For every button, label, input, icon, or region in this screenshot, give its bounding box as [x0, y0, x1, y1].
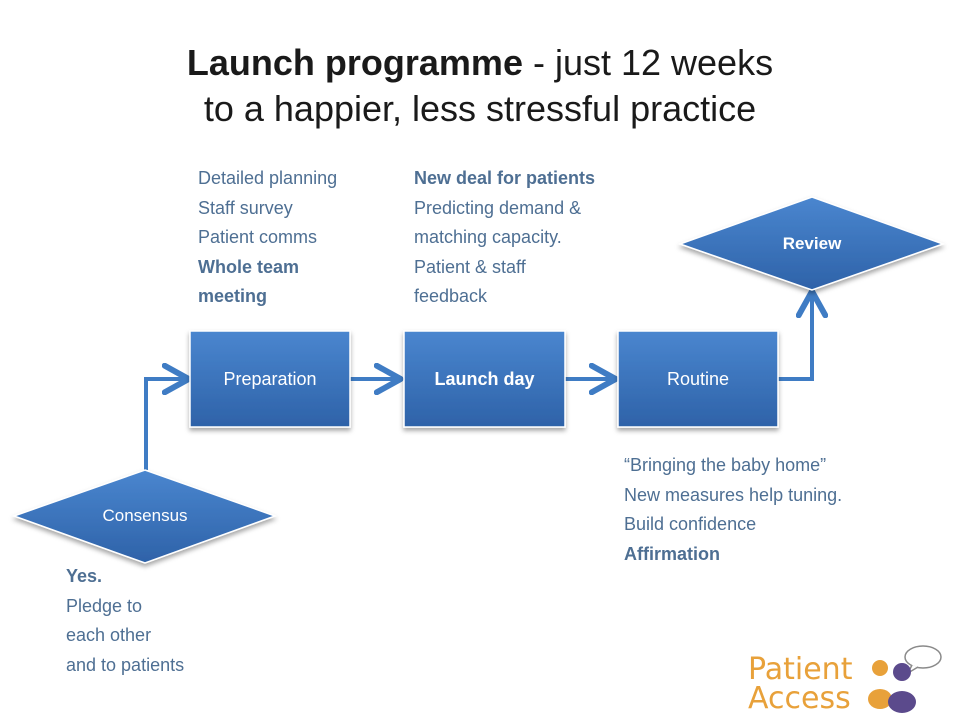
title-line-2: to a happier, less stressful practice — [203, 88, 757, 129]
note-line: “Bringing the baby home” — [624, 455, 827, 475]
review-diamond — [677, 196, 946, 291]
connector-routine-review — [778, 294, 812, 381]
launch-day-label: Launch day — [434, 368, 535, 389]
review-label: Review — [782, 234, 842, 253]
note-line: New measures help tuning. — [624, 484, 843, 505]
note-line: Build confidence — [624, 514, 757, 534]
preparation-box — [189, 330, 351, 428]
note-line: New deal for patients — [414, 168, 596, 188]
title-line-1: Launch programme - just 12 weeks — [0, 40, 960, 86]
preparation-label: Preparation — [223, 368, 317, 389]
consensus-notes: Yes. Pledge to each other and to patient… — [66, 562, 184, 680]
note-line: Staff survey — [198, 197, 293, 218]
routine-box — [617, 330, 779, 428]
note-line: each other — [66, 625, 152, 645]
note-line: meeting — [198, 286, 268, 306]
preparation-notes: Detailed planning Staff survey Patient c… — [198, 164, 337, 312]
note-line: Affirmation — [624, 543, 720, 564]
note-line: Patient comms — [198, 227, 318, 247]
launch-day-box — [403, 330, 566, 428]
note-line: Detailed planning — [198, 168, 338, 188]
people-speech-icon — [868, 645, 942, 713]
note-line: Pledge to — [66, 595, 143, 616]
routine-notes: “Bringing the baby home” New measures he… — [624, 451, 842, 569]
patient-access-logo: Patient Access — [748, 640, 948, 720]
note-line: Predicting demand & — [414, 197, 582, 218]
launch-day-notes: New deal for patients Predicting demand … — [414, 164, 595, 312]
note-line: Whole team — [198, 256, 300, 277]
note-line: feedback — [414, 286, 488, 306]
consensus-diamond — [11, 469, 278, 564]
title-bold: Launch programme — [186, 42, 523, 83]
slide-title: Launch programme - just 12 weeks to a ha… — [0, 40, 960, 132]
logo-word-access: Access — [748, 681, 851, 716]
note-line: Yes. — [66, 566, 103, 586]
title-rest: - just 12 weeks — [522, 42, 774, 83]
logo-word-patient: Patient — [748, 652, 853, 687]
note-line: Patient & staff — [414, 256, 526, 277]
note-line: matching capacity. — [414, 227, 562, 247]
connector-consensus-preparation — [144, 379, 186, 470]
consensus-label: Consensus — [102, 506, 188, 525]
routine-label: Routine — [666, 368, 730, 389]
note-line: and to patients — [66, 654, 185, 675]
